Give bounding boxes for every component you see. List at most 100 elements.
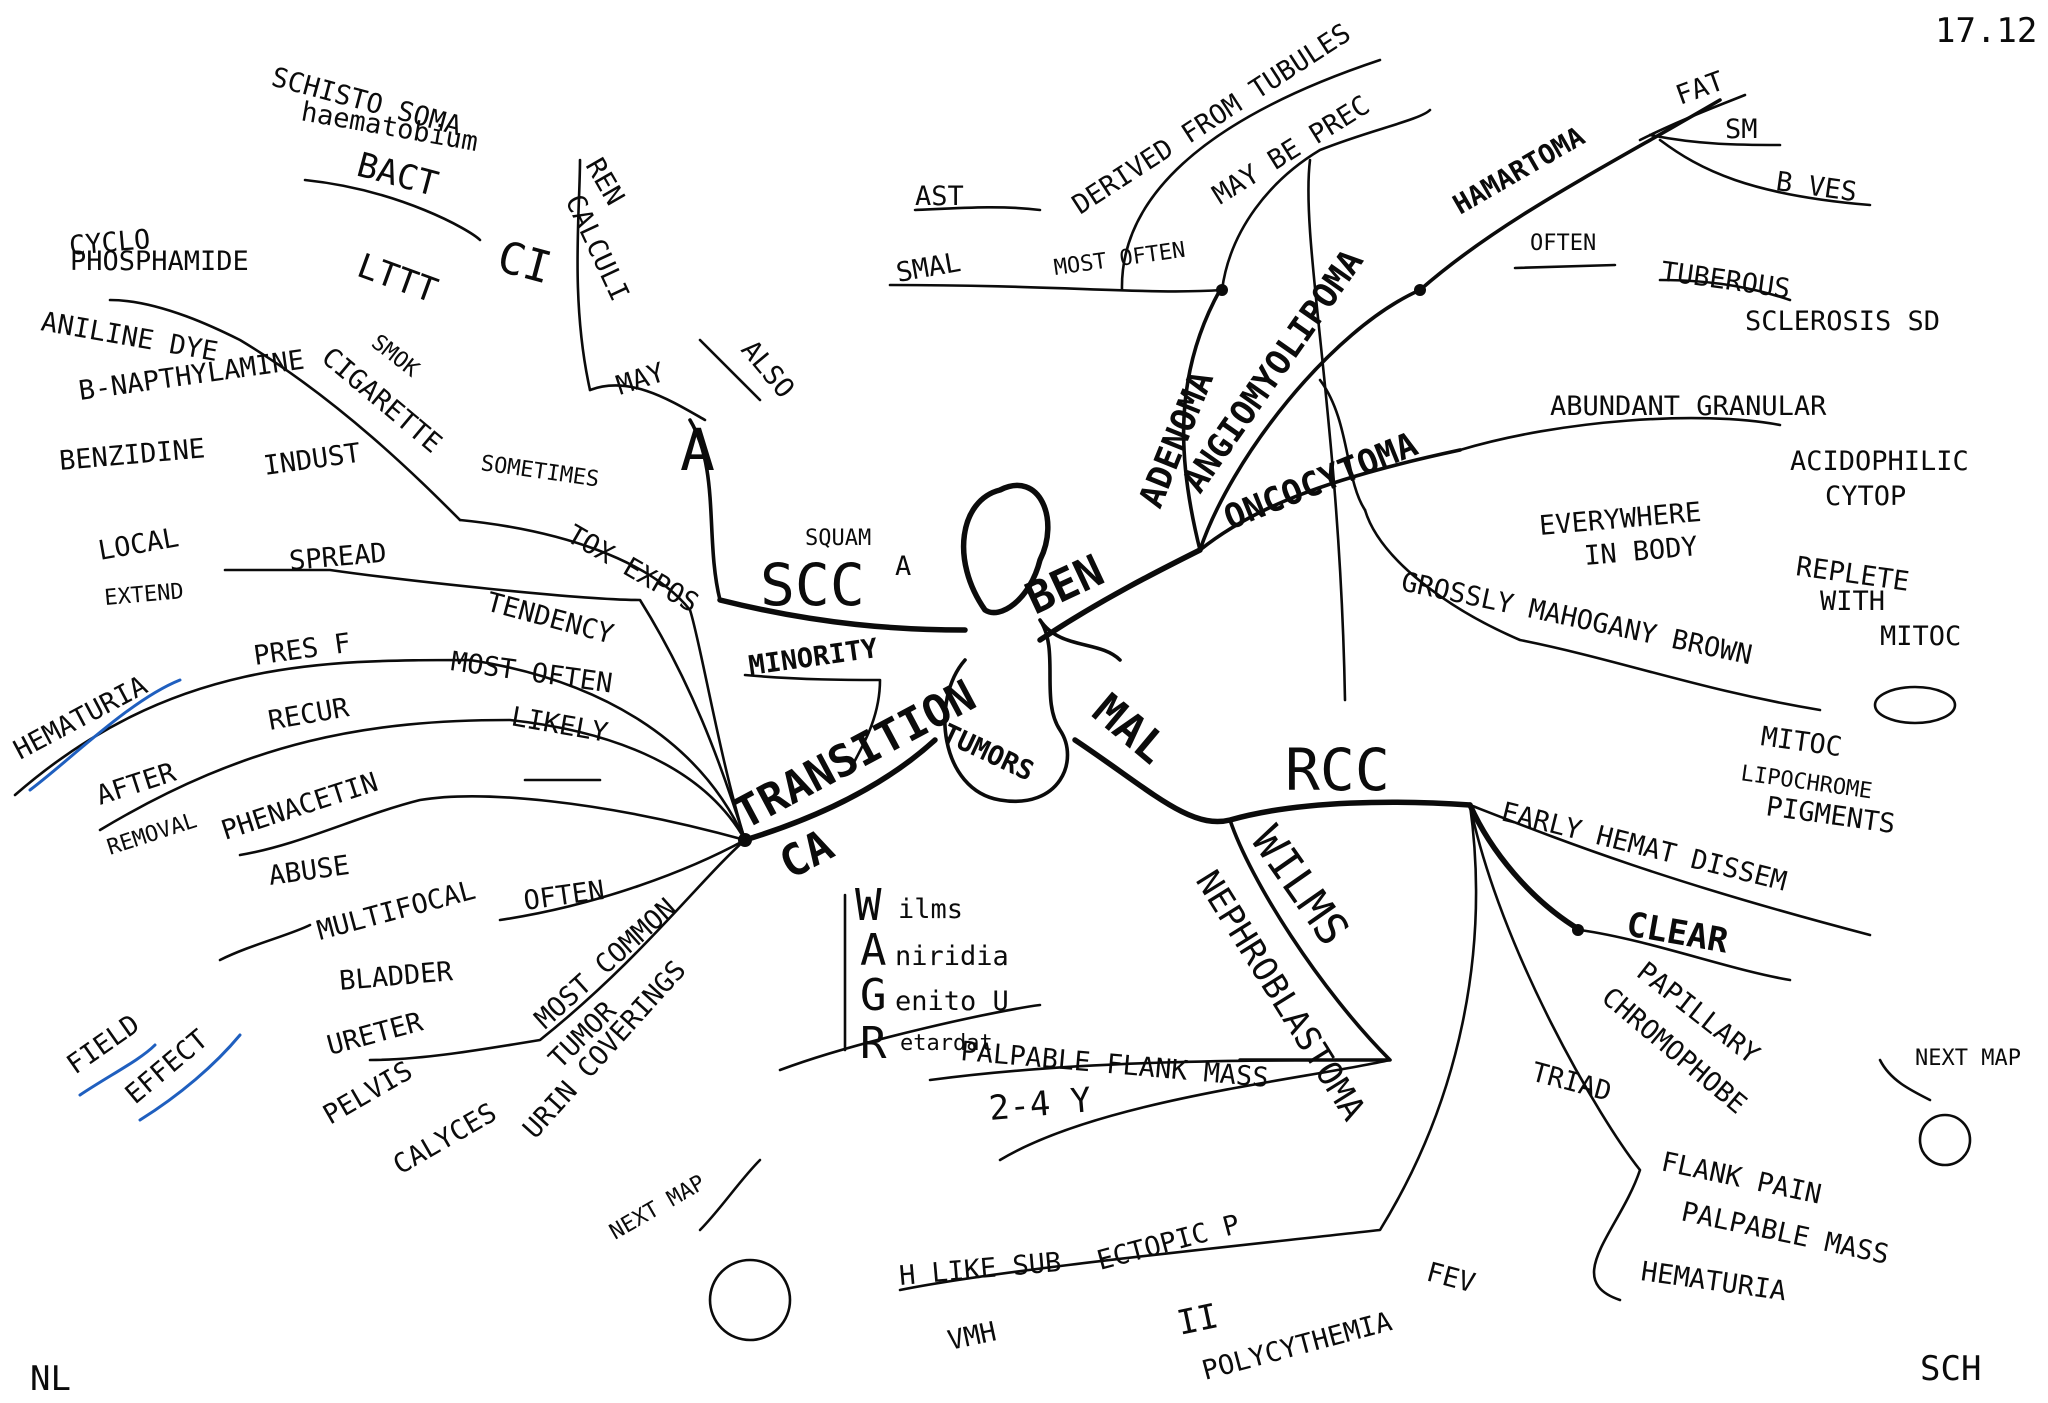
local-label: LOCAL bbox=[96, 522, 181, 567]
squamous-line bbox=[688, 418, 722, 602]
ast-label: AST bbox=[915, 181, 964, 212]
sclerosis-label: SCLEROSIS SD bbox=[1745, 306, 1940, 337]
triad-line bbox=[1468, 803, 1642, 1302]
may-be-prec-line bbox=[1220, 108, 1432, 292]
character-right bbox=[1918, 1113, 1972, 1167]
pelvis-label: PELVIS bbox=[318, 1055, 418, 1131]
rcc-label: RCC bbox=[1285, 736, 1390, 804]
h-like-label: H LIKE SUB bbox=[898, 1247, 1063, 1292]
grossly-label: GROSSLY MAHOGANY BROWN bbox=[1399, 567, 1755, 672]
indust-label: INDUST bbox=[262, 438, 363, 482]
oncocytoma-line bbox=[1198, 448, 1462, 552]
next-map-left-arrow bbox=[698, 1158, 762, 1232]
ectopic-line bbox=[898, 803, 1478, 1292]
spread-label: SPREAD bbox=[288, 538, 388, 577]
triad-label: TRIAD bbox=[1528, 1057, 1615, 1108]
branch-mal-label: MAL bbox=[1083, 684, 1177, 774]
most-often-label: MOST OFTEN bbox=[1052, 238, 1187, 281]
tuberous-label: TUBEROUS bbox=[1659, 256, 1792, 305]
extend-label: EXTEND bbox=[103, 579, 184, 611]
cyclo-label: CYCLO bbox=[68, 224, 152, 262]
multifocal-label: MULTIFOCAL bbox=[314, 875, 479, 947]
minority-line bbox=[743, 673, 882, 772]
center-blob bbox=[960, 482, 1051, 616]
clear-line bbox=[1467, 802, 1583, 933]
spread-line bbox=[223, 568, 747, 842]
ren-line bbox=[576, 158, 592, 392]
vmh-label: VMH bbox=[945, 1316, 999, 1356]
removal-label: REMOVAL bbox=[104, 808, 200, 860]
hematuria-label: HEMATURIA bbox=[9, 670, 153, 766]
mitoc-ellipse bbox=[1873, 685, 1957, 725]
ii-label: II bbox=[1174, 1296, 1222, 1344]
derived-line bbox=[1120, 58, 1382, 292]
branch-ben-line bbox=[1037, 547, 1203, 643]
next-map-left: NEXT MAP bbox=[606, 1171, 710, 1246]
calculi-label: CALCULI bbox=[559, 190, 635, 306]
ectopic-label: ECTOPIC P bbox=[1094, 1209, 1243, 1277]
also-label: ALSO bbox=[735, 335, 801, 405]
rcc-arrow bbox=[1318, 378, 1367, 512]
in-body-label: IN BODY bbox=[1583, 531, 1699, 572]
tuberous-line bbox=[1658, 278, 1792, 302]
often-label: OFTEN bbox=[1530, 231, 1596, 256]
branch-ben-label: BEN bbox=[1018, 545, 1112, 625]
hamartoma-label: HAMARTOMA bbox=[1448, 121, 1590, 221]
angiomyolipoma-line bbox=[1198, 288, 1422, 552]
branch-transition-label: TRANSITION bbox=[726, 670, 984, 839]
abundant-label: ABUNDANT GRANULAR bbox=[1550, 391, 1827, 422]
often-t-label: OFTEN bbox=[522, 875, 607, 917]
acidophilic-label: ACIDOPHILIC bbox=[1790, 446, 1969, 477]
bact-label: BACT bbox=[353, 145, 442, 205]
effect-underline bbox=[138, 1033, 242, 1122]
palpable-label: PALPABLE FLANK MASS bbox=[959, 1036, 1269, 1094]
tendency-label: TENDENCY bbox=[483, 587, 617, 651]
clear-node bbox=[1572, 924, 1584, 936]
rcc-long-arrow bbox=[1307, 158, 1347, 702]
wagr-a-rest: niridia bbox=[895, 941, 1009, 972]
branch-scc-label: SCC bbox=[760, 551, 865, 619]
hematuria-underline bbox=[28, 678, 182, 792]
ureter-label: URETER bbox=[324, 1006, 427, 1061]
minority-label: MINORITY bbox=[747, 633, 881, 682]
grossly-line bbox=[1363, 508, 1822, 712]
wagr-w-rest: ilms bbox=[898, 894, 963, 925]
age-line bbox=[998, 1058, 1392, 1162]
abundant-line bbox=[1458, 416, 1782, 452]
pres-label: PRES F bbox=[252, 628, 353, 672]
b-ves-label: B VES bbox=[1774, 166, 1859, 208]
may-line bbox=[588, 384, 707, 422]
age-label: 2-4 Y bbox=[987, 1080, 1092, 1129]
wagr-w: W bbox=[855, 880, 882, 931]
often-arrow bbox=[1513, 263, 1617, 270]
field-underline bbox=[78, 1043, 157, 1097]
likely-label: LIKELY bbox=[509, 701, 610, 748]
wagr-a: A bbox=[860, 925, 887, 976]
abuse-label: ABUSE bbox=[267, 850, 352, 892]
initials-right-label: SCH bbox=[1920, 1349, 1981, 1389]
most-common-line bbox=[368, 838, 747, 1062]
wilms-group: WILMS NEPHROBLASTOMA 2-4 Y PALPABLE FLAN… bbox=[778, 817, 1392, 1162]
next-map-right-arrow bbox=[1878, 1058, 1932, 1102]
mitoc2-label: MITOC bbox=[1759, 721, 1844, 763]
poly-label: POLYCYTHEMIA bbox=[1199, 1306, 1395, 1386]
sm-label: SM bbox=[1725, 114, 1758, 145]
most-often-t-line bbox=[13, 658, 747, 842]
fev-label: FEV bbox=[1423, 1257, 1478, 1300]
scc-a-label: A bbox=[895, 551, 911, 582]
character-left bbox=[708, 1258, 792, 1342]
indust-line bbox=[108, 298, 462, 522]
phenacetin-line bbox=[238, 795, 747, 857]
palpable-line bbox=[928, 1058, 1392, 1082]
multifocal-line bbox=[498, 838, 747, 922]
after-label: AFTER bbox=[93, 757, 181, 812]
ltttt-label: LTTT bbox=[352, 246, 443, 312]
transitional-group: SOMETIMES TOX EXPOS CYCLO PHOSPHAMIDE LT… bbox=[9, 62, 752, 1181]
ast-line bbox=[913, 205, 1042, 212]
wagr-line bbox=[778, 1003, 1042, 1072]
next-map-right: NEXT MAP bbox=[1915, 1046, 2021, 1071]
with-label: WITH bbox=[1820, 586, 1885, 617]
early-label: EARLY HEMAT DISSEM bbox=[1498, 797, 1789, 898]
scc-sup-label: SQUAM bbox=[805, 526, 871, 551]
